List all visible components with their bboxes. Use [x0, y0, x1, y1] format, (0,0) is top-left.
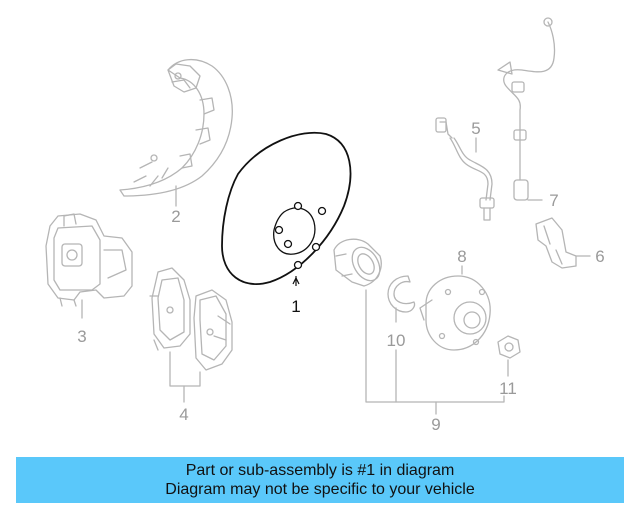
callout-1: 1: [291, 297, 300, 316]
callout-10: 10: [387, 331, 406, 350]
info-banner: Part or sub-assembly is #1 in diagram Di…: [16, 457, 624, 503]
callout-7: 7: [549, 191, 558, 210]
callout-9: 9: [431, 415, 440, 434]
callout-11: 11: [499, 379, 517, 398]
callout-8: 8: [457, 247, 466, 266]
leader-lines: [81, 137, 591, 415]
banner-part-line: Part or sub-assembly is #1 in diagram: [185, 462, 455, 479]
wheel-hub-part: [419, 275, 491, 351]
callout-5: 5: [471, 119, 480, 138]
brake-pads-part: [149, 267, 233, 371]
brake-rotor-part: [221, 131, 352, 285]
speed-sensor-part: [535, 217, 577, 269]
brake-hose-part: [435, 117, 495, 221]
callout-4: 4: [179, 405, 188, 424]
caliper-part: [45, 213, 133, 307]
splash-shield-part: [119, 59, 233, 197]
banner-disclaimer-line: Diagram may not be specific to your vehi…: [165, 481, 475, 498]
callout-2: 2: [171, 207, 180, 226]
callout-6: 6: [595, 247, 604, 266]
wheel-bearing-part: [333, 238, 382, 287]
callout-3: 3: [77, 327, 86, 346]
abs-sensor-part: [497, 17, 556, 201]
hub-nut-part: [497, 335, 521, 359]
callout-labels: 1 2 3 4 5 6 7 8 9 10 11: [77, 119, 604, 434]
snap-ring-part: [387, 275, 416, 313]
